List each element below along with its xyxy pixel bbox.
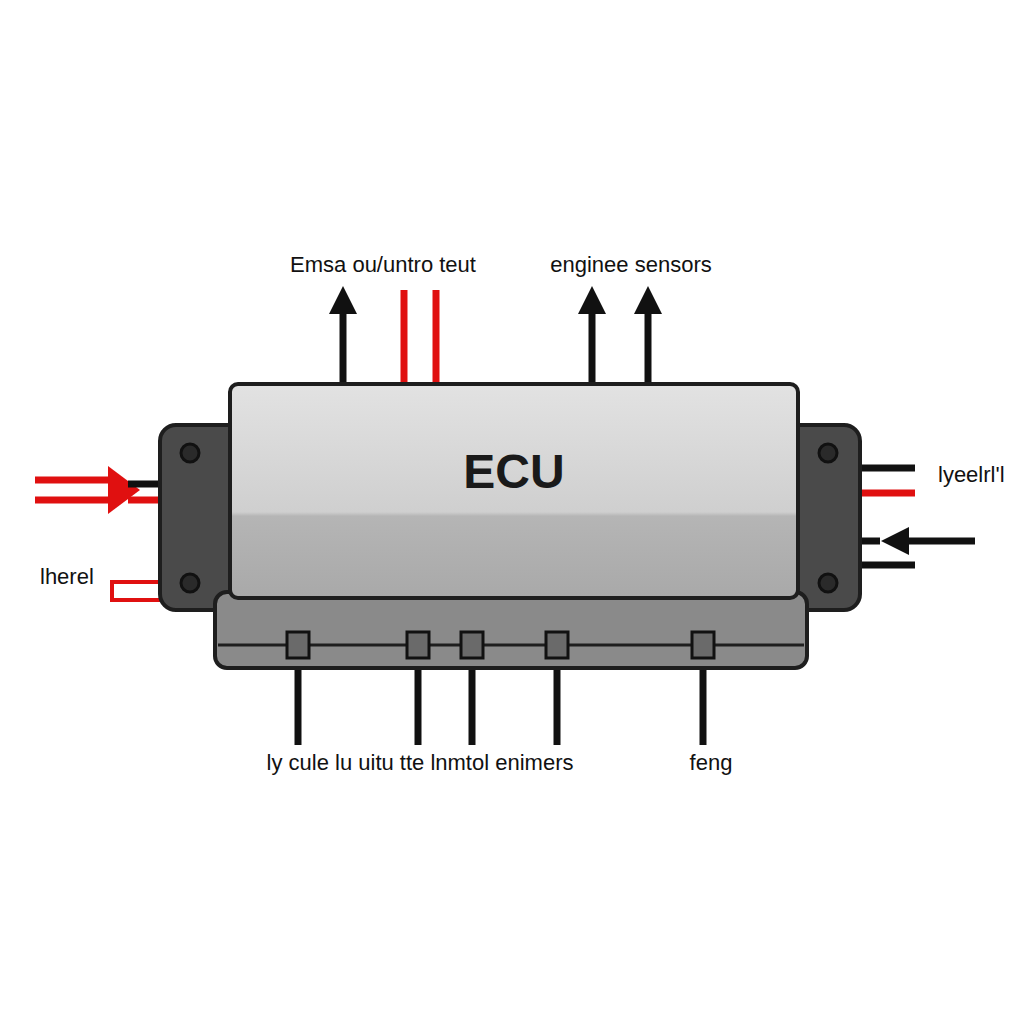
top-wires — [343, 290, 648, 382]
wire-label: feng — [690, 750, 733, 776]
sensor-label: enginee sensors — [550, 252, 711, 278]
wire-label: Emsa ou/untro teut — [290, 252, 476, 278]
wire-label: lyeelrl'l — [938, 462, 1005, 488]
connector-pins — [287, 632, 714, 658]
ecu-label: ECU — [252, 444, 776, 499]
bus-label: ly cule lu uitu tte lnmtol enimers — [267, 750, 574, 776]
ecu-box: ECU — [228, 382, 800, 600]
wire-label: lherel — [40, 564, 94, 590]
